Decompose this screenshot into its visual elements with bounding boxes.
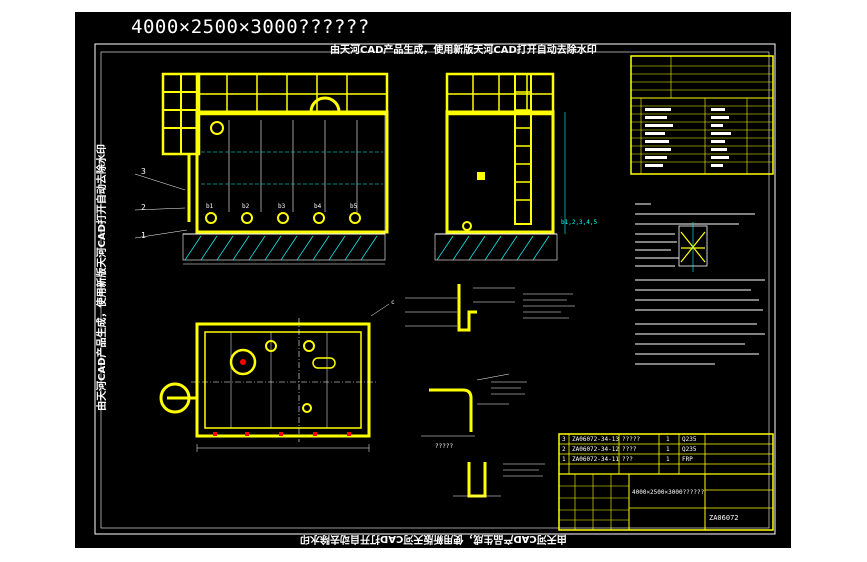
section-details: ????? bbox=[405, 284, 575, 498]
cad-drawing: b1 b2 b3 b4 b5 3 2 1 bbox=[94, 43, 776, 535]
tb-row1-no: 1 bbox=[562, 456, 566, 463]
side-ladder bbox=[514, 73, 532, 225]
front-tank-body bbox=[195, 110, 389, 234]
requirements-notes bbox=[635, 203, 765, 365]
side-tank-body bbox=[445, 110, 555, 234]
drawing-title: 4000×2500×3000?????? bbox=[131, 16, 370, 38]
vent-circle bbox=[210, 121, 224, 135]
tb-row2-no: 2 bbox=[562, 446, 566, 453]
side-foundation-hatch bbox=[434, 233, 558, 261]
plan-tank-outline bbox=[195, 322, 371, 438]
section-profile-c bbox=[467, 462, 487, 498]
tb-row1-mat: FRP bbox=[682, 456, 693, 463]
section-caption: ????? bbox=[435, 443, 453, 450]
tb-row3-qty: 1 bbox=[666, 436, 670, 443]
plan-manhole bbox=[229, 348, 257, 376]
tb-row2-code: ZA06072-34-12 bbox=[572, 446, 619, 453]
tb-row2-name: ???? bbox=[622, 446, 637, 453]
side-elevation: b1,2,3,4,5 bbox=[434, 72, 598, 261]
front-foundation-hatch bbox=[182, 233, 386, 261]
tb-row1-qty: 1 bbox=[666, 456, 670, 463]
manhole-dome bbox=[309, 96, 341, 113]
tb-row2-qty: 1 bbox=[666, 446, 670, 453]
tb-drawing-code: ZA06072 bbox=[709, 514, 739, 522]
plan-anchor-marks bbox=[213, 432, 351, 436]
tb-row1-name: ??? bbox=[622, 456, 633, 463]
plan-label-b1: b1 bbox=[206, 203, 214, 210]
tech-table bbox=[630, 55, 774, 175]
tb-drawing-name: 4000×2500×3000?????? bbox=[632, 489, 705, 496]
side-label: b1,2,3,4,5 bbox=[561, 219, 598, 226]
plan-label-b2: b2 bbox=[242, 203, 250, 210]
tb-row3-mat: Q235 bbox=[682, 436, 697, 443]
tb-row3-code: ZA06072-34-13 bbox=[572, 436, 619, 443]
watermark-top: 由天河CAD产品生成，使用新版天河CAD打开自动去除水印 bbox=[330, 45, 597, 56]
tb-row3-no: 3 bbox=[562, 436, 566, 443]
plan-label-b3: b3 bbox=[278, 203, 286, 210]
tb-row3-name: ????? bbox=[622, 436, 641, 443]
side-inspection-hatch bbox=[477, 172, 485, 180]
section-profile-a bbox=[457, 284, 477, 332]
drawing-canvas: 4000×2500×3000?????? 由天河CAD产品生成，使用新版天河CA… bbox=[75, 12, 791, 548]
title-block-frame bbox=[558, 433, 774, 531]
plan-view: c bbox=[159, 299, 395, 452]
leader-2: 2 bbox=[141, 203, 146, 212]
inner-frame bbox=[100, 51, 770, 529]
plan-label-b5: b5 bbox=[350, 203, 358, 210]
tb-row2-mat: Q235 bbox=[682, 446, 697, 453]
leader-3: 3 bbox=[141, 167, 146, 176]
outlet-nozzles bbox=[205, 212, 361, 224]
section-profile-b bbox=[429, 388, 473, 432]
leader-1: 1 bbox=[141, 231, 146, 240]
front-elevation: b1 b2 b3 b4 b5 3 2 1 bbox=[134, 72, 389, 265]
plan-label-c: c bbox=[391, 299, 395, 306]
plan-label-b4: b4 bbox=[314, 203, 322, 210]
outer-frame bbox=[94, 43, 776, 535]
tb-row1-code: ZA06072-34-11 bbox=[572, 456, 619, 463]
